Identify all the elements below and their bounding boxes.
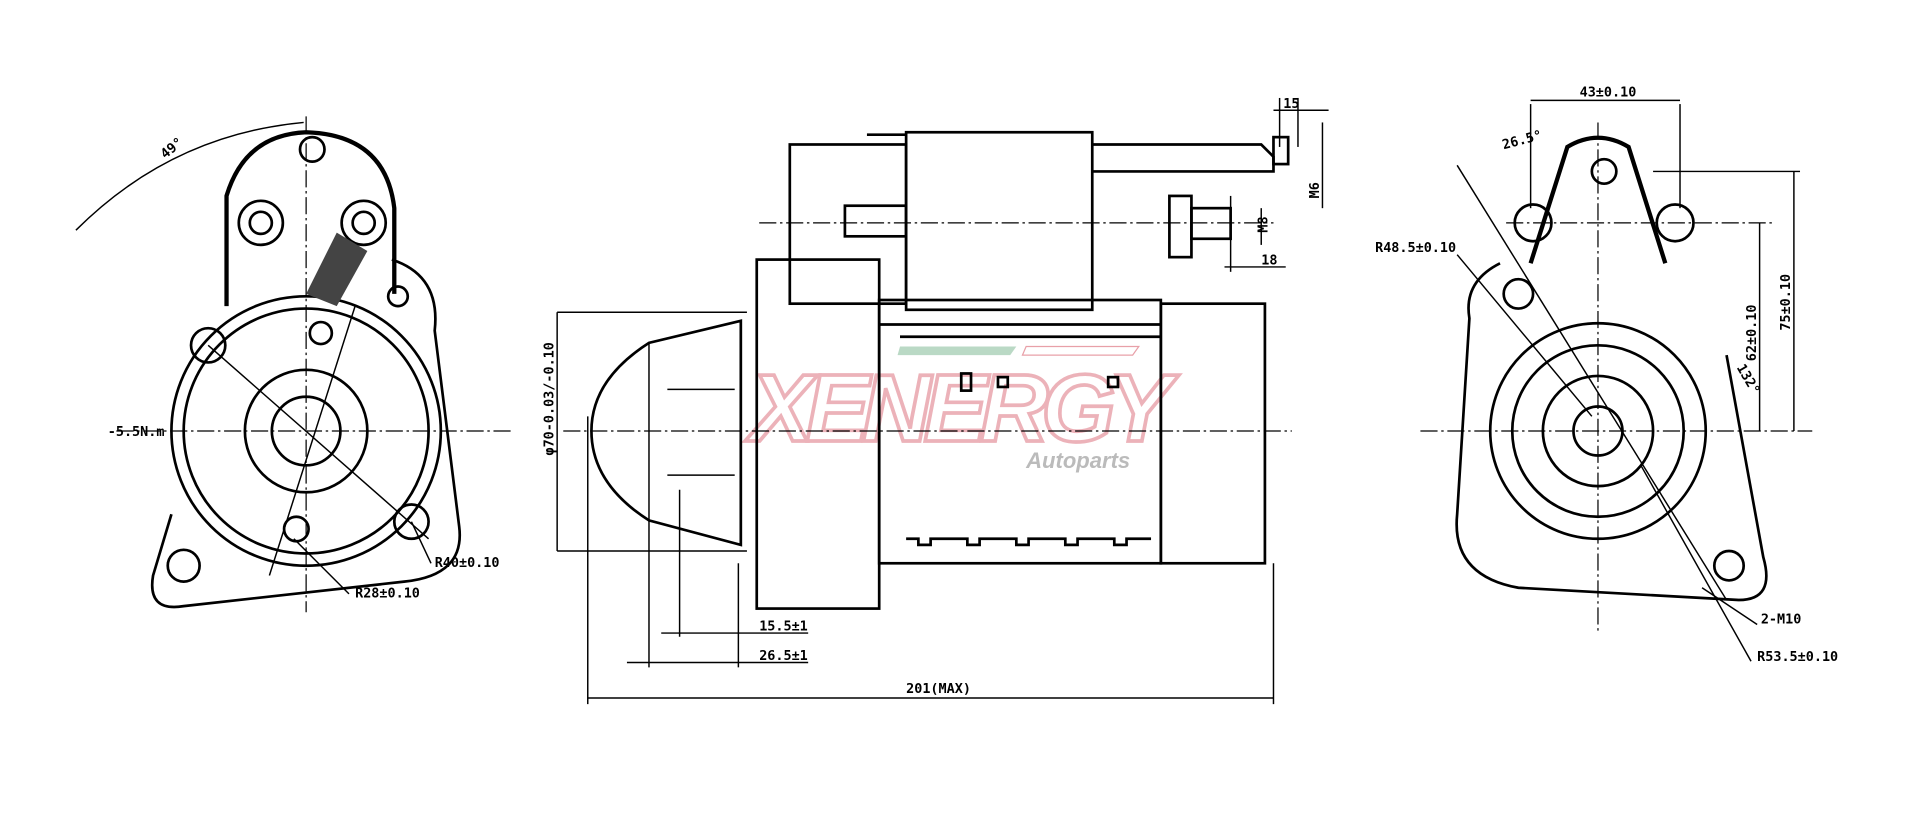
radius-53-label: R53.5±0.10 — [1757, 650, 1838, 665]
radius-outer-label: R40±0.10 — [435, 556, 500, 571]
m8-label: M8 — [1256, 216, 1271, 232]
width-label: 43±0.10 — [1580, 86, 1637, 101]
logo-subtitle: Autoparts — [1025, 448, 1130, 473]
angle-label: 49° — [158, 135, 186, 162]
front-view-left: 49° -5.5N.m R40±0.10 R28±0.10 — [75, 116, 515, 613]
pinion-offset-1-label: 15.5±1 — [759, 620, 808, 635]
length-label: 201(MAX) — [906, 682, 971, 697]
m6-label: M6 — [1308, 182, 1323, 198]
pinion-offset-2-label: 26.5±1 — [759, 649, 808, 664]
side-view: φ70-0.03/-0.10 15.5±1 26.5±1 201(MAX) 15… — [542, 97, 1329, 705]
angle-132-label: 132° — [1733, 362, 1762, 398]
front-view-right: 43±0.10 26.5° R48.5±0.10 62±0.10 75±0.10… — [1375, 86, 1838, 665]
radius-inner-label: R28±0.10 — [355, 587, 420, 602]
diameter-label: φ70-0.03/-0.10 — [542, 342, 557, 455]
height-62-label: 62±0.10 — [1745, 305, 1760, 362]
torque-label: -5.5N.m — [108, 425, 165, 440]
radius-48-label: R48.5±0.10 — [1375, 241, 1456, 256]
svg-text:XENERGY: XENERGY — [744, 356, 1179, 462]
brand-logo: XENERGY Autoparts — [743, 345, 1181, 473]
terminal-15-label: 15 — [1283, 97, 1299, 112]
holes-label: 2-M10 — [1761, 612, 1802, 627]
terminal-18-label: 18 — [1261, 253, 1277, 268]
angle-label-right: 26.5° — [1501, 128, 1544, 153]
height-75-label: 75±0.10 — [1779, 274, 1794, 331]
